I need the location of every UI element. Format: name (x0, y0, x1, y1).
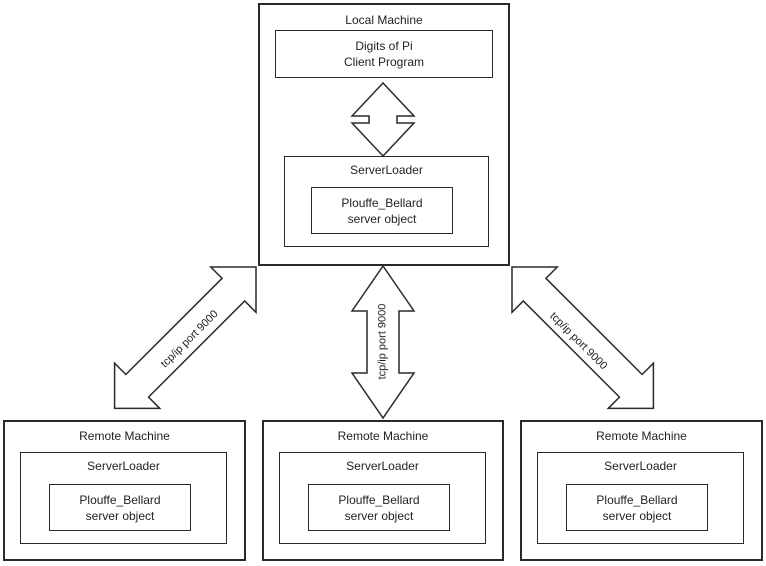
remote-serverloader-box: ServerLoader Plouffe_Bellard server obje… (537, 452, 744, 544)
local-server-object-line1: Plouffe_Bellard (341, 195, 423, 210)
local-serverloader-title: ServerLoader (350, 163, 423, 177)
remote-serverloader-title: ServerLoader (346, 459, 419, 473)
local-plouffe-bellard-box: Plouffe_Bellard server object (311, 187, 453, 234)
remote-plouffe-bellard-box: Plouffe_Bellard server object (308, 484, 450, 531)
client-program-label-line2: Client Program (343, 55, 425, 69)
remote-serverloader-title: ServerLoader (87, 459, 160, 473)
local-serverloader-box: ServerLoader Plouffe_Bellard server obje… (284, 156, 489, 247)
remote-server-object-line2: server object (85, 508, 155, 523)
remote-machine-box-right: Remote Machine ServerLoader Plouffe_Bell… (520, 420, 763, 561)
remote-server-object-line1: Plouffe_Bellard (79, 492, 161, 507)
remote-server-object-line2: server object (344, 508, 414, 523)
remote-serverloader-title: ServerLoader (604, 459, 677, 473)
remote-server-object-line1: Plouffe_Bellard (338, 492, 420, 507)
local-server-object-line2: server object (347, 211, 417, 226)
client-program-label-line1: Digits of Pi (355, 39, 413, 53)
remote-serverloader-box: ServerLoader Plouffe_Bellard server obje… (20, 452, 227, 544)
remote-machine-title: Remote Machine (79, 429, 170, 443)
right-connection-label: tcp/ip port 9000 (547, 310, 610, 373)
remote-server-object-line2: server object (602, 508, 672, 523)
remote-server-object-line1: Plouffe_Bellard (596, 492, 678, 507)
remote-plouffe-bellard-box: Plouffe_Bellard server object (49, 484, 191, 531)
remote-machine-title: Remote Machine (337, 429, 429, 443)
remote-machine-box-center: Remote Machine ServerLoader Plouffe_Bell… (262, 420, 504, 561)
client-program-box: Digits of Pi Client Program (275, 30, 493, 78)
left-connection-label: tcp/ip port 9000 (158, 308, 221, 371)
remote-machine-title: Remote Machine (596, 429, 687, 443)
remote-plouffe-bellard-box: Plouffe_Bellard server object (566, 484, 708, 531)
local-machine-box: Local Machine Digits of Pi Client Progra… (258, 3, 510, 266)
remote-serverloader-box: ServerLoader Plouffe_Bellard server obje… (279, 452, 486, 544)
middle-connection-label: tcp/ip port 9000 (376, 303, 389, 380)
local-machine-title: Local Machine (345, 13, 423, 27)
remote-machine-box-left: Remote Machine ServerLoader Plouffe_Bell… (3, 420, 246, 561)
